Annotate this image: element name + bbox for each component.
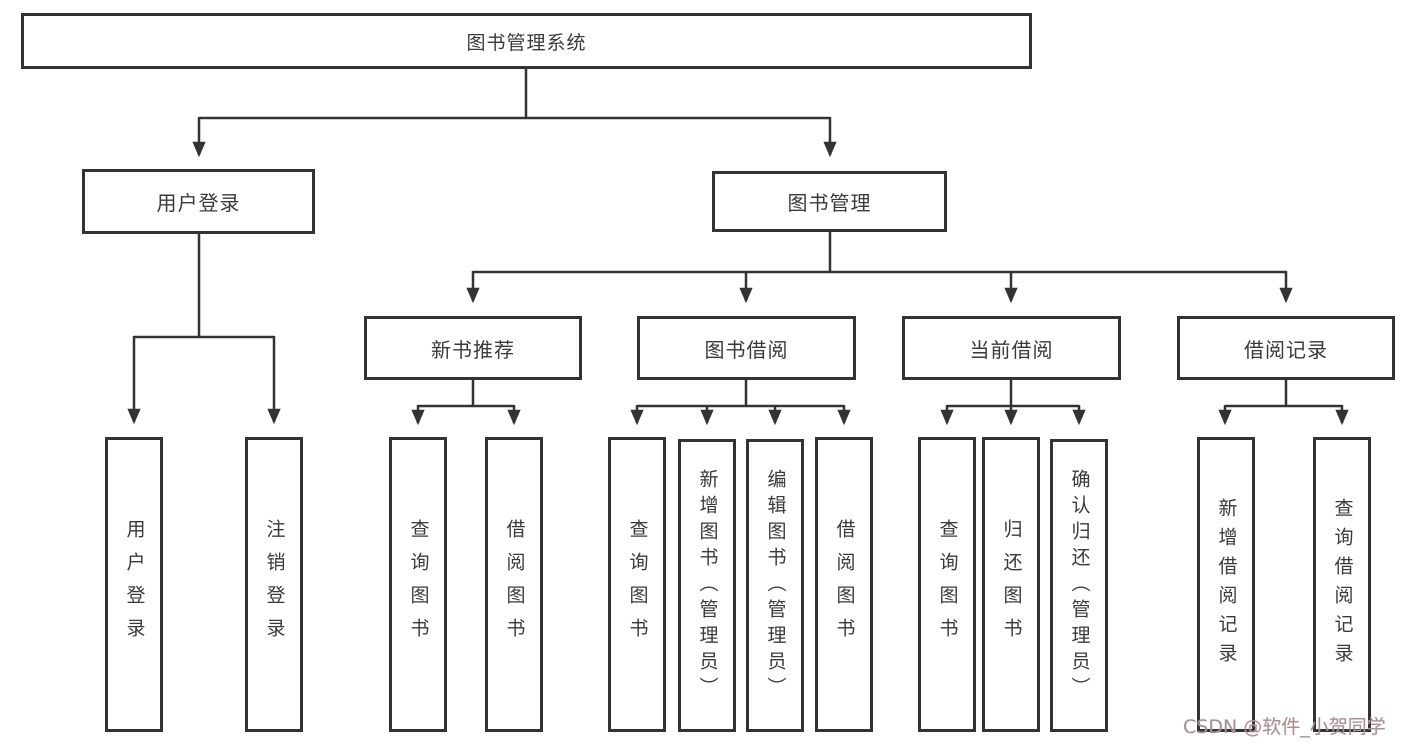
watermark: CSDN @软件_小贺同学 (1183, 716, 1386, 738)
leaf-bb-query-books-label: 查询图书 (626, 518, 649, 651)
node-new-book-recommend: 新书推荐 (364, 316, 582, 380)
node-book-borrow-label: 图书借阅 (704, 337, 789, 362)
leaf-cb-return-books-label: 归还图书 (1000, 518, 1023, 651)
leaf-br-add-borrow-record-label: 新增借阅记录 (1215, 497, 1238, 672)
leaf-br-add-borrow-record: 新增借阅记录 (1197, 437, 1255, 732)
leaf-br-query-borrow-record: 查询借阅记录 (1313, 437, 1371, 732)
leaf-nbr-borrow-books-label: 借阅图书 (503, 518, 526, 651)
leaf-cb-confirm-return-admin-label: 确认归还（管理员） (1068, 468, 1091, 703)
leaf-nbr-query-books: 查询图书 (389, 437, 447, 732)
leaf-bb-borrow-books-label: 借阅图书 (833, 518, 856, 651)
leaf-cb-query-books-label: 查询图书 (936, 518, 959, 651)
node-current-borrow-label: 当前借阅 (969, 337, 1054, 362)
node-book-borrow: 图书借阅 (637, 316, 856, 380)
leaf-cb-return-books: 归还图书 (982, 437, 1040, 732)
leaf-logout-label: 注销登录 (263, 518, 286, 651)
leaf-bb-query-books: 查询图书 (608, 437, 666, 732)
leaf-logout: 注销登录 (245, 437, 303, 732)
leaf-cb-query-books: 查询图书 (918, 437, 976, 732)
leaf-nbr-query-books-label: 查询图书 (407, 518, 430, 651)
node-borrow-records: 借阅记录 (1177, 316, 1395, 380)
node-new-book-recommend-label: 新书推荐 (431, 337, 515, 362)
leaf-br-query-borrow-record-label: 查询借阅记录 (1331, 497, 1354, 672)
leaf-user-login-label: 用户登录 (123, 518, 146, 651)
node-borrow-records-label: 借阅记录 (1244, 337, 1328, 362)
leaf-bb-borrow-books: 借阅图书 (815, 437, 873, 732)
leaf-bb-edit-books-admin: 编辑图书（管理员） (746, 439, 804, 732)
leaf-bb-add-books-admin: 新增图书（管理员） (678, 439, 736, 732)
node-current-borrow: 当前借阅 (902, 316, 1121, 380)
node-book-management-label: 图书管理 (787, 191, 872, 215)
leaf-bb-edit-books-admin-label: 编辑图书（管理员） (764, 468, 787, 703)
node-book-management: 图书管理 (712, 171, 947, 232)
node-root-label: 图书管理系统 (466, 31, 587, 54)
leaf-bb-add-books-admin-label: 新增图书（管理员） (696, 468, 719, 703)
leaf-cb-confirm-return-admin: 确认归还（管理员） (1050, 439, 1108, 732)
node-root: 图书管理系统 (21, 13, 1032, 69)
leaf-user-login: 用户登录 (105, 437, 163, 732)
node-user-login: 用户登录 (82, 169, 315, 234)
leaf-nbr-borrow-books: 借阅图书 (485, 437, 543, 732)
node-user-login-label: 用户登录 (156, 191, 241, 215)
